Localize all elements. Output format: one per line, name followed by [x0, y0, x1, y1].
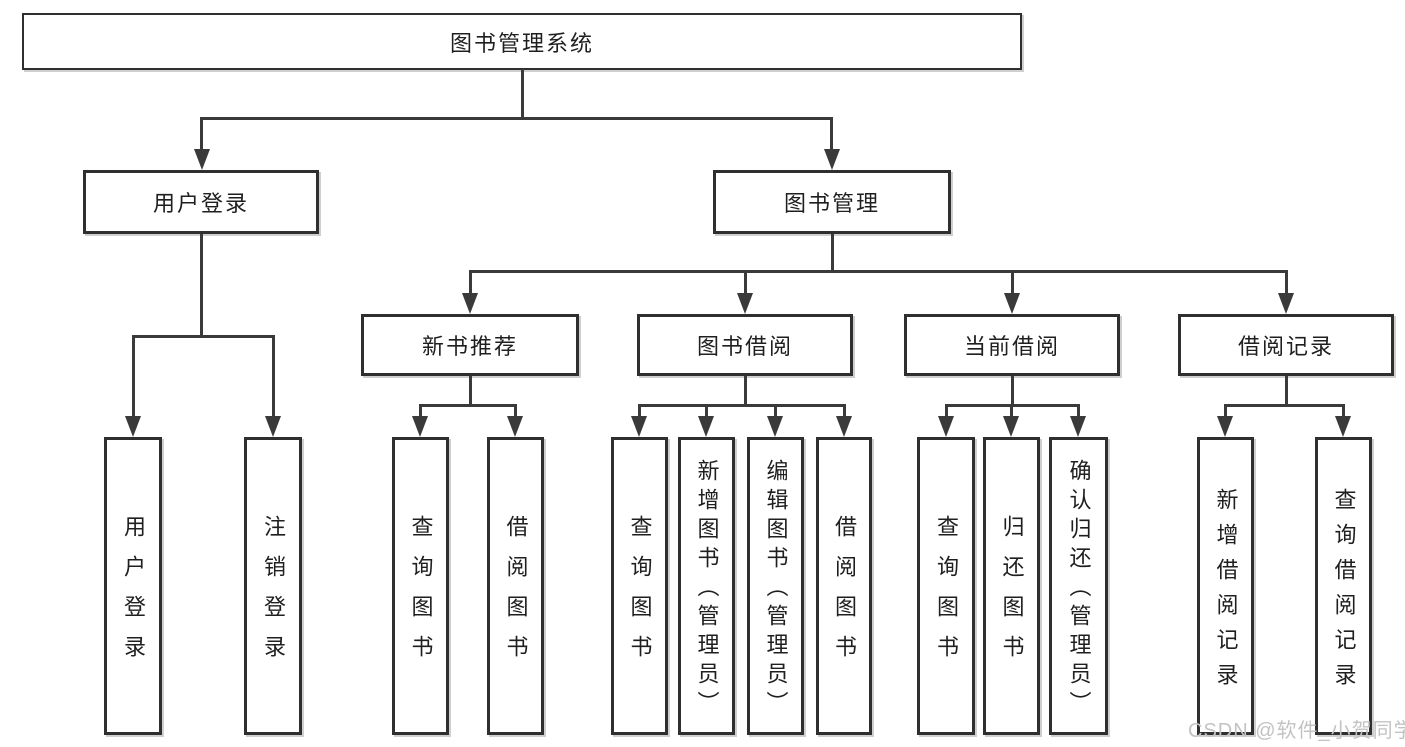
arrow-down-icon: [1070, 416, 1086, 437]
leaf-user-login-label: 用户登录: [121, 515, 146, 675]
connector-line: [469, 270, 1288, 273]
arrow-down-icon: [1335, 416, 1351, 437]
connector-line: [132, 335, 275, 338]
node-borrow-records-label: 借阅记录: [1237, 334, 1334, 359]
connector-line: [774, 404, 777, 417]
arrow-down-icon: [462, 293, 478, 314]
leaf-logout-label: 注销登录: [261, 515, 286, 675]
node-user-login-label: 用户登录: [152, 191, 249, 216]
node-root-label: 图书管理系统: [449, 30, 594, 56]
arrow-down-icon: [1217, 416, 1233, 437]
arrow-down-icon: [737, 293, 753, 314]
arrow-down-icon: [507, 416, 523, 437]
connector-line: [831, 234, 834, 272]
connector-line: [469, 270, 472, 294]
node-root: 图书管理系统: [22, 13, 1022, 70]
arrow-down-icon: [1278, 293, 1294, 314]
arrow-down-icon: [824, 149, 840, 170]
arrow-down-icon: [125, 416, 141, 437]
leaf-nb-query-books-label: 查询图书: [408, 515, 434, 675]
arrow-down-icon: [938, 416, 954, 437]
leaf-bb-borrow-books-label: 借阅图书: [832, 515, 857, 675]
csdn-watermark: CSDN @软件_小贺同学: [1188, 720, 1405, 742]
connector-line: [1285, 376, 1288, 406]
node-book-borrow: 图书借阅: [637, 314, 853, 376]
arrow-down-icon: [1003, 416, 1019, 437]
connector-line: [469, 376, 472, 406]
connector-line: [744, 376, 747, 406]
leaf-br-add-record: 新增借阅记录: [1197, 437, 1254, 735]
connector-line: [200, 117, 203, 150]
connector-line: [419, 404, 517, 407]
node-current-borrow-label: 当前借阅: [963, 334, 1060, 359]
leaf-br-query-record: 查询借阅记录: [1315, 437, 1372, 735]
node-book-management-label: 图书管理: [783, 191, 880, 216]
connector-line: [1342, 404, 1345, 417]
node-borrow-records: 借阅记录: [1178, 314, 1394, 376]
connector-line: [1077, 404, 1080, 417]
arrow-down-icon: [1004, 293, 1020, 314]
leaf-cb-query-books-label: 查询图书: [934, 515, 959, 675]
leaf-bb-add-books-admin-label: 新增图书（管理员）: [694, 459, 720, 720]
arrow-down-icon: [698, 416, 714, 437]
leaf-br-add-record-label: 新增借阅记录: [1213, 487, 1239, 698]
connector-line: [744, 270, 747, 294]
connector-line: [1010, 404, 1013, 417]
node-new-book-recommend-label: 新书推荐: [421, 334, 518, 359]
arrow-down-icon: [836, 416, 852, 437]
arrow-down-icon: [412, 416, 428, 437]
connector-line: [200, 117, 833, 120]
connector-line: [1285, 270, 1288, 294]
connector-line: [514, 404, 517, 417]
leaf-cb-confirm-return-admin: 确认归还（管理员）: [1049, 437, 1108, 735]
leaf-bb-edit-books-admin: 编辑图书（管理员）: [747, 437, 804, 735]
node-user-login: 用户登录: [83, 170, 319, 234]
leaf-bb-add-books-admin: 新增图书（管理员）: [678, 437, 735, 735]
leaf-br-query-record-label: 查询借阅记录: [1331, 487, 1357, 698]
connector-line: [200, 234, 203, 337]
node-new-book-recommend: 新书推荐: [361, 314, 579, 376]
leaf-bb-query-books: 查询图书: [611, 437, 668, 735]
connector-line: [945, 404, 948, 417]
arrow-down-icon: [265, 416, 281, 437]
connector-line: [1011, 376, 1014, 406]
connector-line: [638, 404, 846, 407]
connector-line: [521, 69, 524, 119]
leaf-cb-query-books: 查询图书: [917, 437, 975, 735]
node-book-management: 图书管理: [713, 170, 951, 234]
leaf-logout: 注销登录: [244, 437, 302, 735]
leaf-user-login: 用户登录: [104, 437, 162, 735]
connector-line: [272, 335, 275, 416]
connector-line: [419, 404, 422, 417]
leaf-cb-return-books: 归还图书: [983, 437, 1040, 735]
leaf-nb-borrow-books-label: 借阅图书: [503, 515, 529, 675]
arrow-down-icon: [631, 416, 647, 437]
leaf-nb-borrow-books: 借阅图书: [487, 437, 544, 735]
leaf-bb-edit-books-admin-label: 编辑图书（管理员）: [763, 459, 789, 720]
connector-line: [830, 117, 833, 150]
arrow-down-icon: [194, 149, 210, 170]
connector-line: [705, 404, 708, 417]
leaf-nb-query-books: 查询图书: [392, 437, 449, 735]
connector-line: [843, 404, 846, 417]
leaf-cb-return-books-label: 归还图书: [999, 515, 1025, 675]
leaf-bb-borrow-books: 借阅图书: [816, 437, 872, 735]
node-current-borrow: 当前借阅: [904, 314, 1120, 376]
leaf-cb-confirm-return-admin-label: 确认归还（管理员）: [1066, 459, 1092, 720]
node-book-borrow-label: 图书借阅: [696, 334, 793, 359]
connector-line: [1011, 270, 1014, 294]
connector-line: [132, 335, 135, 416]
arrow-down-icon: [767, 416, 783, 437]
connector-line: [638, 404, 641, 417]
connector-line: [1224, 404, 1227, 417]
connector-line: [1224, 404, 1345, 407]
leaf-bb-query-books-label: 查询图书: [627, 515, 653, 675]
